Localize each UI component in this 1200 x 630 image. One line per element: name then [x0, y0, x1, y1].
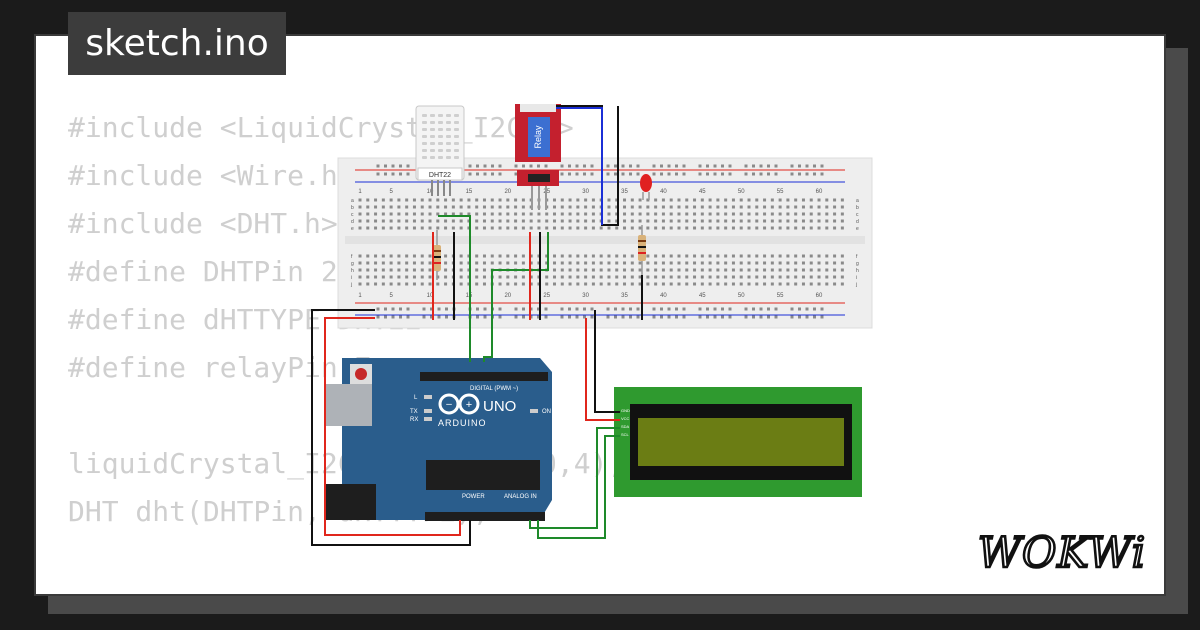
breadboard-row-letter: d	[856, 219, 859, 225]
file-tab[interactable]: sketch.ino	[68, 12, 286, 75]
breadboard-column-number: 40	[660, 189, 667, 195]
breadboard-column-number: 30	[582, 293, 589, 299]
breadboard-column-number: 25	[543, 189, 550, 195]
code-line: void setup() {	[68, 584, 624, 594]
arduino-brand-label: ARDUINO	[438, 418, 487, 428]
red-led[interactable]	[640, 174, 652, 200]
wire-gnd-black	[311, 309, 471, 546]
arduino-power-label: POWER	[462, 494, 485, 500]
breadboard-row-letter: e	[856, 226, 859, 232]
breadboard-row-letter: h	[856, 268, 859, 274]
breadboard-column-number: 40	[660, 293, 667, 299]
code-line: #include <Wire.h>	[68, 159, 355, 192]
wires	[311, 105, 643, 546]
lcd-pin-vcc-label: VCC	[621, 416, 630, 421]
code-line: #define relayPin 7	[68, 351, 372, 384]
svg-text:–: –	[446, 399, 452, 410]
lcd-pin-scl-label: SCL	[621, 432, 630, 437]
wire-lcd-scl	[537, 435, 620, 539]
arduino-led-l-label: L	[414, 395, 418, 401]
breadboard-column-number: 35	[621, 189, 628, 195]
code-line: #define DHTPin 2	[68, 255, 338, 288]
resistor-led	[638, 225, 646, 275]
arduino-model-label: UNO	[483, 398, 516, 415]
arduino-led-on-label: ON	[542, 409, 551, 415]
relay-module[interactable]: Relay	[515, 104, 561, 210]
breadboard-row-letter: f	[856, 254, 858, 260]
breadboard-row-letter: g	[856, 261, 859, 267]
breadboard-column-number: 25	[543, 293, 550, 299]
code-editor-preview: #include <LiquidCrystal_I2C.h> #include <…	[68, 104, 624, 594]
wire-lcd-sda	[529, 427, 620, 529]
wire-lcd-gnd	[594, 310, 620, 413]
arduino-infinity-logo: – +	[438, 393, 480, 415]
breadboard-column-number: 35	[621, 293, 628, 299]
lcd-pin-gnd-label: GND	[621, 408, 630, 413]
breadboard-row-letter: a	[856, 198, 859, 204]
breadboard-row-letter: b	[351, 205, 354, 211]
svg-text:+: +	[466, 399, 472, 411]
dht-vent-grid	[422, 114, 459, 159]
breadboard-row-letter: f	[351, 254, 353, 260]
arduino-uno-board[interactable]: DIGITAL (PWM ~) POWER ANALOG IN – + UNO …	[326, 358, 552, 521]
breadboard-row-letter: j	[350, 282, 352, 288]
breadboard-column-number: 60	[816, 189, 823, 195]
breadboard-row-letter: g	[351, 261, 354, 267]
breadboard-column-number: 45	[699, 293, 706, 299]
breadboard-row-letter: j	[855, 282, 857, 288]
arduino-digital-label: DIGITAL (PWM ~)	[470, 386, 518, 392]
breadboard-column-number: 1	[358, 293, 362, 299]
lcd-display[interactable]: GND VCC SDA SCL	[614, 387, 862, 497]
wokwi-logo-text: WOKWi	[978, 528, 1146, 575]
wire-relay-blue	[556, 107, 603, 225]
breadboard-column-number: 20	[504, 293, 511, 299]
breadboard-column-number: 55	[777, 189, 784, 195]
breadboard-row-letter: e	[351, 226, 354, 232]
wire-dht-data	[438, 215, 471, 362]
code-line: #include <LiquidCrystal_I2C.h>	[68, 111, 574, 144]
code-line: #include <DHT.h>	[68, 207, 338, 240]
breadboard-column-number: 60	[816, 293, 823, 299]
breadboard-row-letter: c	[856, 212, 859, 218]
breadboard-row-letter: i	[856, 275, 857, 281]
resistor-dht	[433, 230, 441, 280]
breadboard-column-number: 55	[777, 293, 784, 299]
dht22-sensor[interactable]: DHT22	[415, 105, 465, 196]
breadboard-column-number: 50	[738, 293, 745, 299]
breadboard-row-letter: b	[856, 205, 859, 211]
relay-label: Relay	[533, 125, 543, 149]
breadboard-row-letter: a	[351, 198, 354, 204]
arduino-led-tx-label: TX	[410, 409, 418, 415]
breadboard-row-letter: d	[351, 219, 354, 225]
wokwi-logo[interactable]: WOKWi	[975, 527, 1150, 575]
breadboard-row-letter: i	[351, 275, 352, 281]
breadboard-row-letter: h	[351, 268, 354, 274]
breadboard-column-number: 50	[738, 189, 745, 195]
arduino-analog-label: ANALOG IN	[504, 494, 537, 500]
dht22-label: DHT22	[429, 172, 451, 179]
breadboard-column-number: 15	[466, 189, 473, 195]
breadboard-column-number: 10	[427, 189, 434, 195]
wire-5v-red	[324, 317, 461, 536]
lcd-pin-sda-label: SDA	[621, 424, 630, 429]
wire-lcd-vcc	[585, 318, 620, 421]
breadboard-column-number: 20	[504, 189, 511, 195]
breadboard-row-letter: c	[351, 212, 354, 218]
wire-relay-signal	[483, 232, 549, 362]
breadboard-column-number: 45	[699, 189, 706, 195]
breadboard-column-number: 5	[389, 189, 393, 195]
arduino-led-rx-label: RX	[410, 417, 418, 423]
breadboard-column-number: 10	[427, 293, 434, 299]
breadboard-column-number: 5	[389, 293, 393, 299]
breadboard-column-number: 1	[358, 189, 362, 195]
breadboard-column-number: 30	[582, 189, 589, 195]
